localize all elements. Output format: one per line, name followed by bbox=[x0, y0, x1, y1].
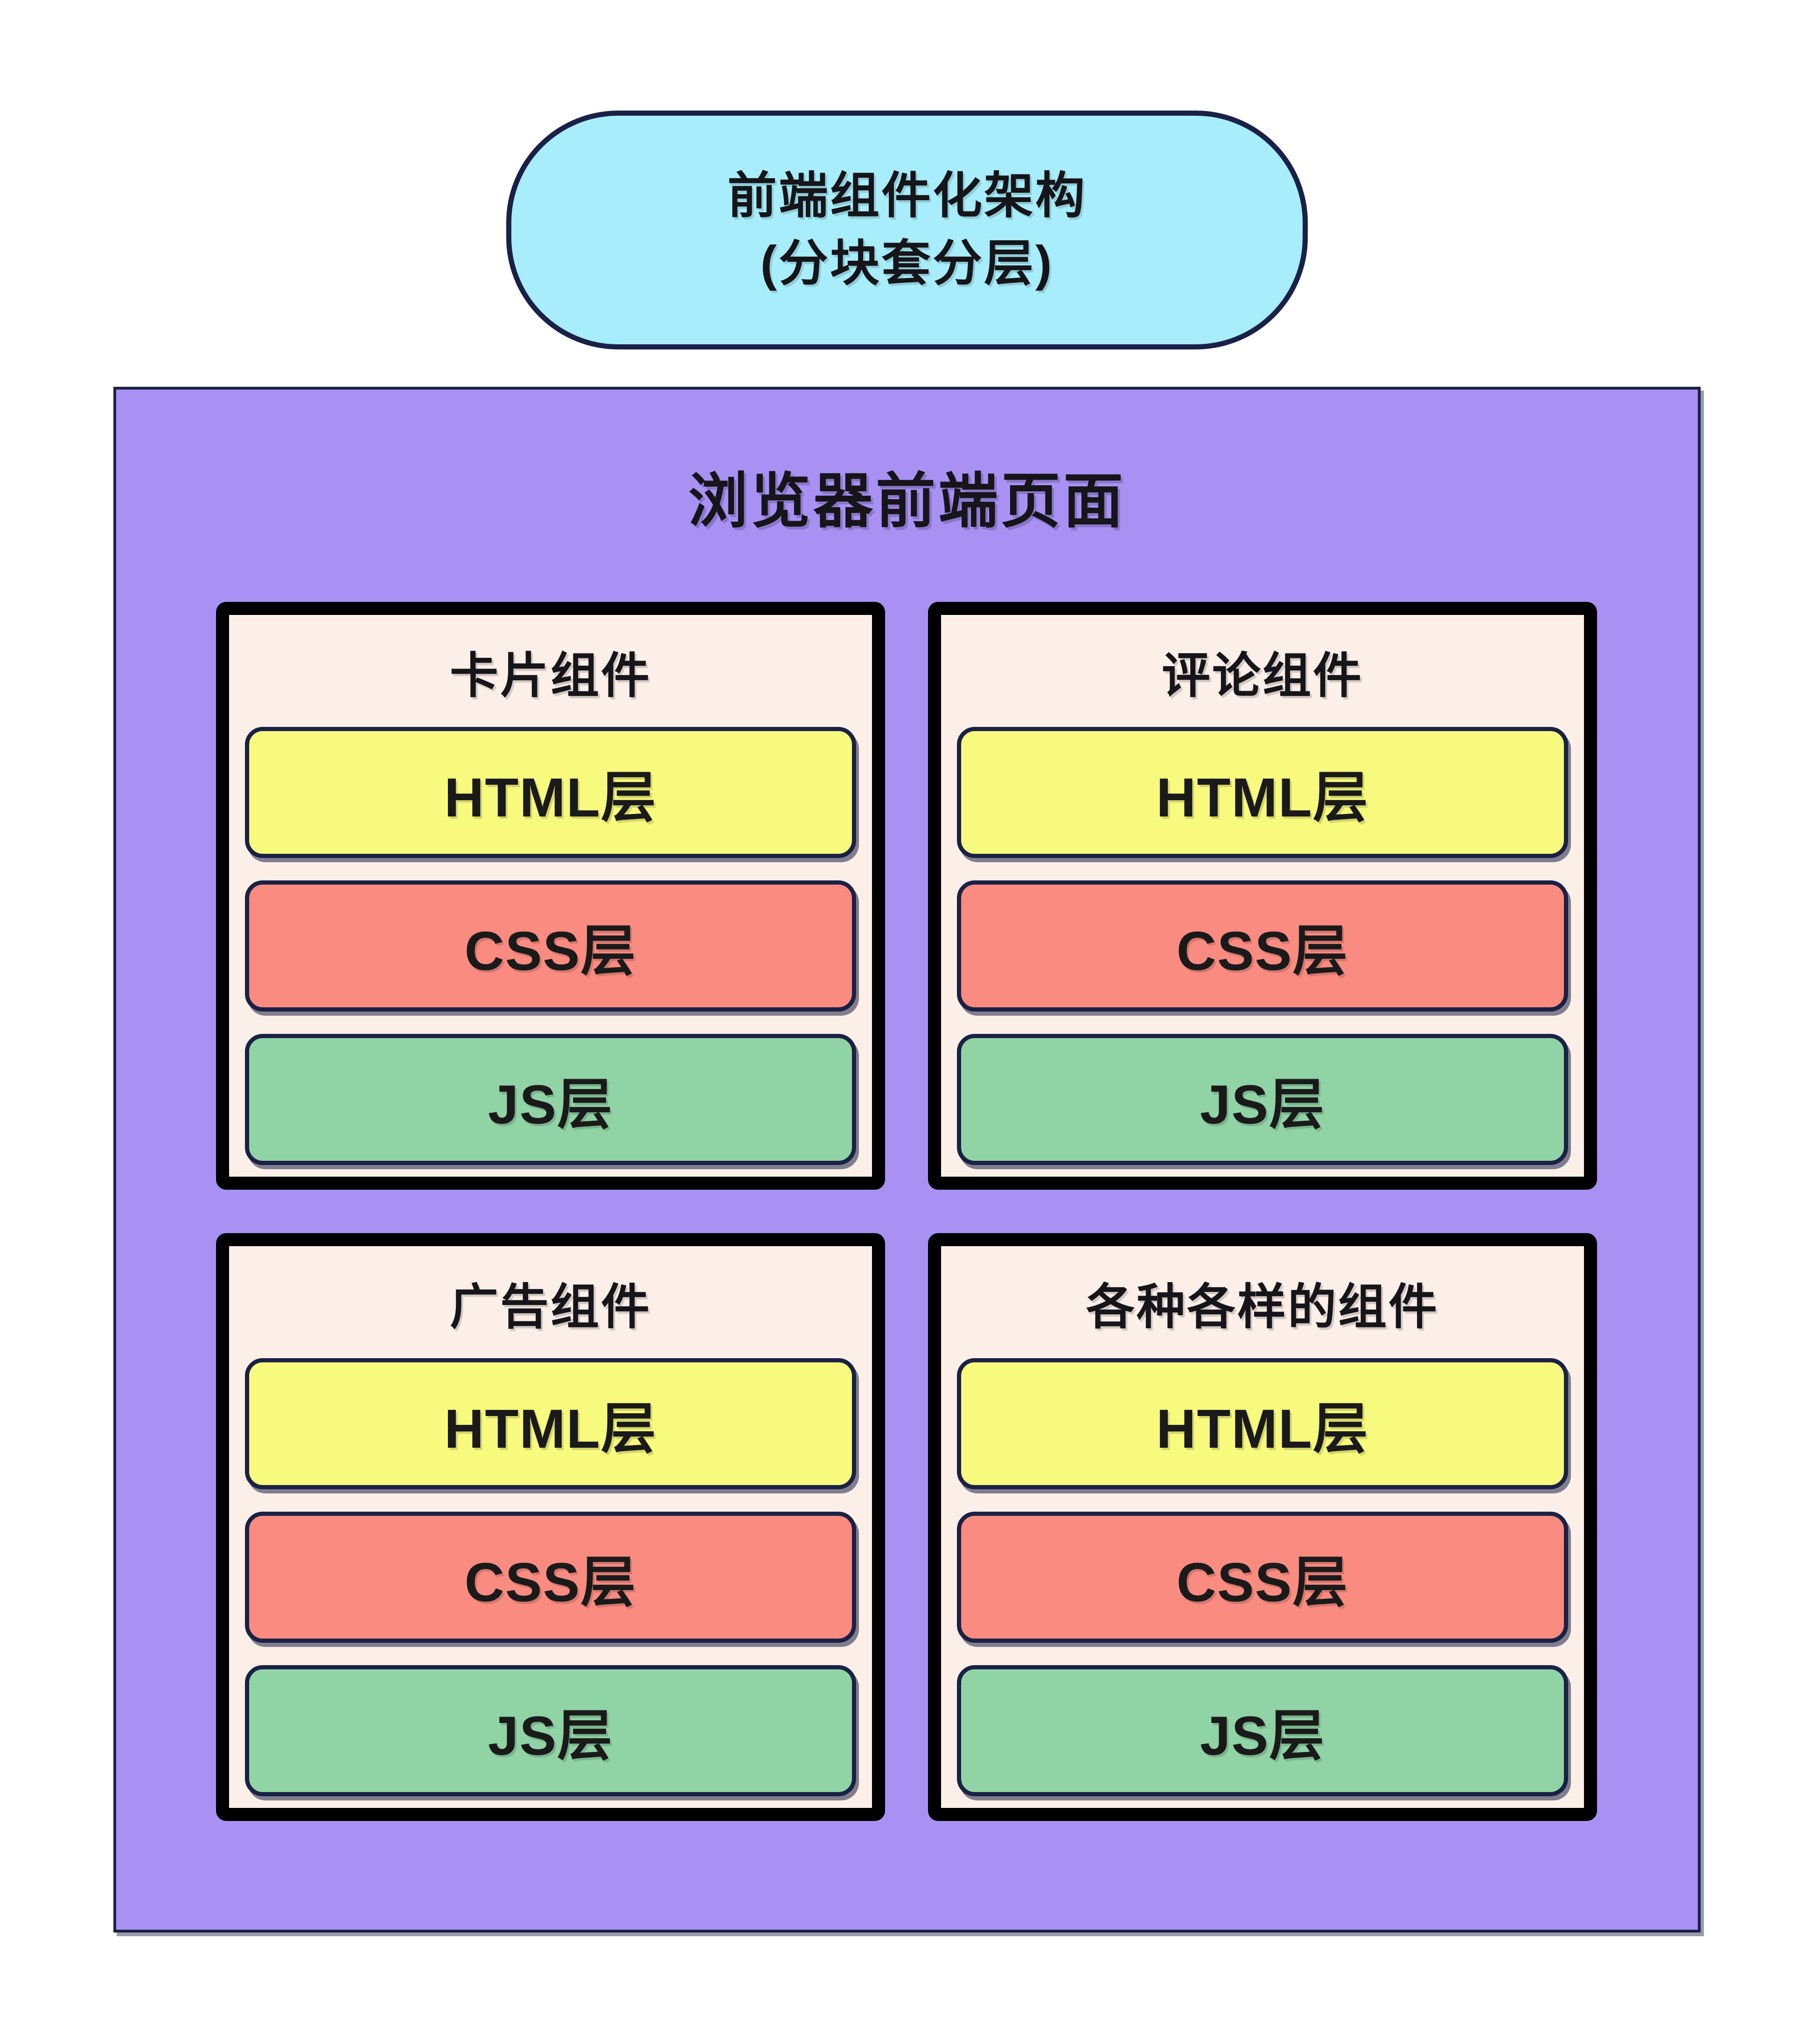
html-layer-box: HTML层 bbox=[957, 727, 1568, 858]
css-layer-box: CSS层 bbox=[245, 880, 856, 1012]
components-grid: 卡片组件 HTML层 CSS层 JS层 评论组件 HTML层 CSS层 JS层 … bbox=[216, 602, 1597, 1821]
card-title: 各种各样的组件 bbox=[1086, 1280, 1439, 1334]
html-layer-box: HTML层 bbox=[245, 1358, 856, 1489]
card-title: 广告组件 bbox=[449, 1280, 651, 1334]
html-layer-box: HTML层 bbox=[245, 727, 856, 858]
css-layer-box: CSS层 bbox=[957, 880, 1568, 1012]
js-layer-box: JS层 bbox=[957, 1665, 1568, 1796]
banner-title-line2: (分块套分层) bbox=[760, 236, 1054, 291]
card-misc-components: 各种各样的组件 HTML层 CSS层 JS层 bbox=[928, 1233, 1597, 1821]
css-layer-box: CSS层 bbox=[245, 1512, 856, 1643]
js-layer-box: JS层 bbox=[957, 1034, 1568, 1165]
card-comment-component: 评论组件 HTML层 CSS层 JS层 bbox=[928, 602, 1597, 1190]
js-layer-box: JS层 bbox=[245, 1665, 856, 1796]
card-component-card: 卡片组件 HTML层 CSS层 JS层 bbox=[216, 602, 885, 1190]
card-title: 评论组件 bbox=[1161, 649, 1363, 703]
css-layer-box: CSS层 bbox=[957, 1512, 1568, 1643]
card-title: 卡片组件 bbox=[449, 649, 651, 703]
card-ad-component: 广告组件 HTML层 CSS层 JS层 bbox=[216, 1233, 885, 1821]
browser-page-container: 浏览器前端页面 卡片组件 HTML层 CSS层 JS层 评论组件 HTML层 C… bbox=[113, 387, 1701, 1932]
js-layer-box: JS层 bbox=[245, 1034, 856, 1165]
banner-pill: 前端组件化架构 (分块套分层) bbox=[506, 111, 1308, 349]
html-layer-box: HTML层 bbox=[957, 1358, 1568, 1489]
container-title: 浏览器前端页面 bbox=[688, 468, 1126, 535]
banner-title-line1: 前端组件化架构 bbox=[727, 168, 1087, 223]
